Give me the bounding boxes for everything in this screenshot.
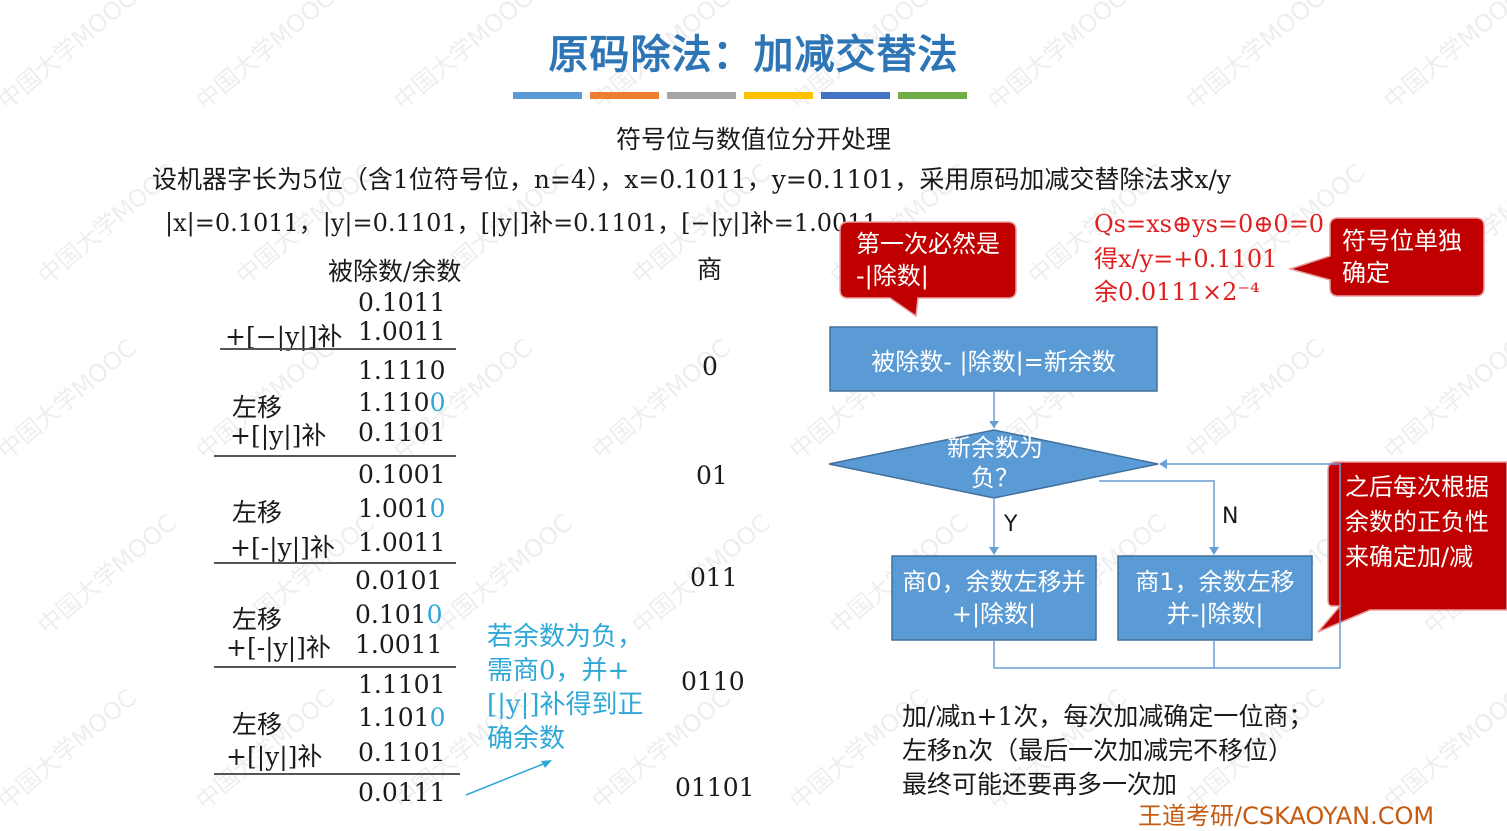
sum-divider — [214, 455, 456, 457]
row-value: 0.1001 — [358, 460, 446, 489]
problem-statement: 设机器字长为5位（含1位符号位，n=4），x=0.1011，y=0.1101，采… — [152, 165, 1231, 194]
row-value: 1.1010 — [358, 703, 446, 732]
row-op-label: +[|y|]补 — [226, 742, 323, 771]
note-arrow — [465, 761, 549, 796]
page-title: 原码除法：加减交替法 — [548, 32, 959, 78]
row-op-label: +[|y|]补 — [230, 421, 327, 450]
color-bar — [744, 92, 813, 99]
row-op-label: 左移 — [232, 605, 283, 634]
row-value: 1.1101 — [358, 670, 446, 699]
row-value: 0.1101 — [358, 738, 446, 767]
flow-no-text: 商1，余数左移并-|除数| — [1135, 568, 1295, 628]
flow-yes-box — [891, 555, 1097, 641]
callout-sign-text: 符号位单独确定 — [1342, 227, 1462, 287]
brand-footer: 王道考研/CSKAOYAN.COM — [1138, 802, 1435, 830]
quotient-value: 011 — [690, 563, 738, 592]
row-value: 1.0011 — [358, 528, 446, 557]
row-value: 1.0011 — [355, 630, 443, 659]
flow-connector — [1099, 480, 1215, 552]
quotient-result: 得x/y=+0.1101 — [1094, 245, 1278, 273]
sum-divider — [214, 773, 460, 775]
sum-divider — [214, 666, 456, 668]
quotient-value: 0 — [702, 352, 718, 381]
flow-no-box — [1117, 555, 1313, 641]
sum-divider — [220, 348, 456, 350]
quotient-value: 0110 — [681, 667, 745, 696]
subtitle: 符号位与数值位分开处理 — [615, 125, 891, 154]
row-value: 1.0010 — [358, 494, 446, 523]
quotient-value: 01101 — [675, 773, 755, 802]
flow-start-box — [829, 326, 1158, 392]
callout-after-text: 之后每次根据余数的正负性来确定加/减 — [1345, 473, 1489, 571]
note-arrow-head — [541, 760, 552, 768]
row-op-label: 左移 — [232, 710, 283, 739]
flow-start-text: 被除数- |除数|=新余数 — [871, 348, 1116, 376]
flow-arrowhead — [989, 421, 999, 428]
flow-decision-text: 新余数为负？ — [947, 434, 1043, 492]
flow-yes-label: Y — [1004, 512, 1018, 537]
flow-arrowhead — [989, 547, 999, 555]
callout-first-shape — [839, 221, 1017, 318]
negative-remainder-note: 若余数为负，需商0，并+[|y|]补得到正确余数 — [487, 622, 644, 754]
row-value: 1.0011 — [358, 317, 446, 346]
row-op-label: +[-|y|]补 — [230, 533, 335, 562]
row-op-label: +[-|y|]补 — [226, 633, 331, 662]
flow-arrowhead — [1209, 547, 1219, 555]
callout-after-shape — [1317, 461, 1507, 633]
flow-decision-diamond — [828, 429, 1159, 499]
summary-line: 最终可能还要再多一次加 — [902, 770, 1178, 799]
color-bar — [821, 92, 890, 99]
row-value: 1.1100 — [358, 388, 446, 417]
remainder-result: 余0.0111×2⁻⁴ — [1094, 278, 1260, 306]
row-value: 0.0101 — [355, 566, 443, 595]
flow-no-label: N — [1222, 504, 1239, 529]
row-op-label: +[−|y|]补 — [225, 322, 343, 351]
sign-result: Qs=xs⊕ys=0⊕0=0 — [1094, 210, 1325, 238]
summary-line: 加/减n+1次，每次加减确定一位商； — [902, 702, 1314, 731]
row-value: 0.1010 — [355, 600, 443, 629]
flow-arrowhead — [1159, 459, 1167, 469]
row-value: 0.0111 — [358, 778, 446, 807]
dividend-header: 被除数/余数 — [328, 257, 462, 286]
summary: 加/减n+1次，每次加减确定一位商； 左移n次（最后一次加减完不移位） 最终可能… — [902, 700, 1313, 802]
callout-first-text: 第一次必然是 -|除数| — [856, 230, 1000, 290]
color-bar — [590, 92, 659, 99]
summary-line: 左移n次（最后一次加减完不移位） — [902, 736, 1294, 765]
row-op-label: 左移 — [232, 498, 283, 527]
quotient-value: 01 — [696, 461, 728, 490]
callout-sign-shape — [1287, 217, 1485, 297]
color-bar — [667, 92, 736, 99]
color-bar — [513, 92, 582, 99]
given-values: |x|=0.1011，|y|=0.1101，[|y|]补=0.1101，[−|y… — [165, 209, 878, 237]
row-value: 0.1101 — [358, 418, 446, 447]
row-value: 1.1110 — [358, 356, 446, 385]
row-op-label: 左移 — [232, 393, 283, 422]
quotient-header: 商 — [697, 255, 723, 284]
flow-loop-connector — [993, 463, 1341, 669]
flow-yes-text: 商0，余数左移并+|除数| — [902, 568, 1086, 628]
color-bar — [898, 92, 967, 99]
sum-divider — [214, 562, 456, 564]
row-value: 0.1011 — [358, 288, 446, 317]
